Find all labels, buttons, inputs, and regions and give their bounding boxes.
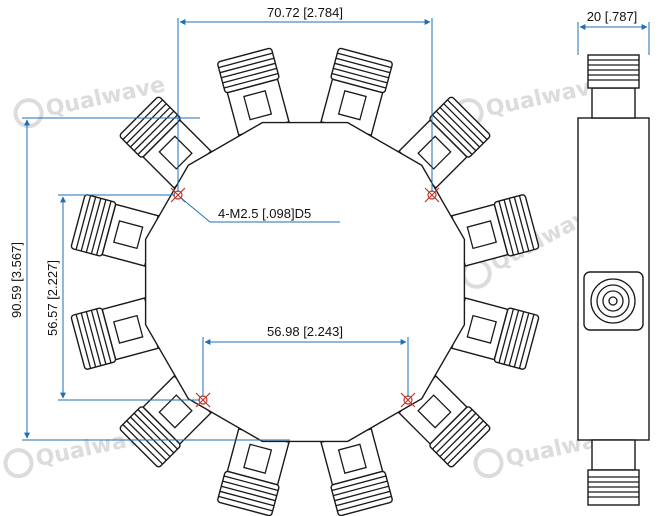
connector xyxy=(320,47,393,137)
connector xyxy=(119,96,212,189)
dimension-label: 56.98 [2.243] xyxy=(267,324,343,339)
connector xyxy=(119,375,212,468)
connector xyxy=(398,96,491,189)
connector xyxy=(70,297,160,370)
dimension-top-width: 70.72 [2.784] xyxy=(177,5,433,192)
dimension-inner-height: 56.57 [2.227] xyxy=(45,194,200,401)
connector-group xyxy=(70,47,540,516)
side-connector-top xyxy=(587,54,640,119)
side-view xyxy=(577,54,650,506)
connector xyxy=(320,427,393,516)
connector xyxy=(450,194,540,267)
hole-callout: 4-M2.5 [.098]D5 xyxy=(180,197,340,223)
divider-body xyxy=(144,121,466,443)
dimension-outer-height: 90.59 [3.567] xyxy=(9,117,290,441)
side-connector-bottom xyxy=(587,439,640,506)
dimension-side-width: 20 [.787] xyxy=(577,9,650,55)
dimension-inner-width: 56.98 [2.243] xyxy=(202,324,409,397)
dimension-label: 56.57 [2.227] xyxy=(45,260,60,336)
hole-note: 4-M2.5 [.098]D5 xyxy=(218,206,311,221)
connector xyxy=(217,427,290,516)
dimension-label: 70.72 [2.784] xyxy=(267,5,343,20)
connector xyxy=(70,194,160,267)
connector xyxy=(398,375,491,468)
connector xyxy=(450,297,540,370)
dimension-label: 90.59 [3.567] xyxy=(9,242,24,318)
dimension-label: 20 [.787] xyxy=(587,9,638,24)
side-center-port xyxy=(583,271,644,331)
